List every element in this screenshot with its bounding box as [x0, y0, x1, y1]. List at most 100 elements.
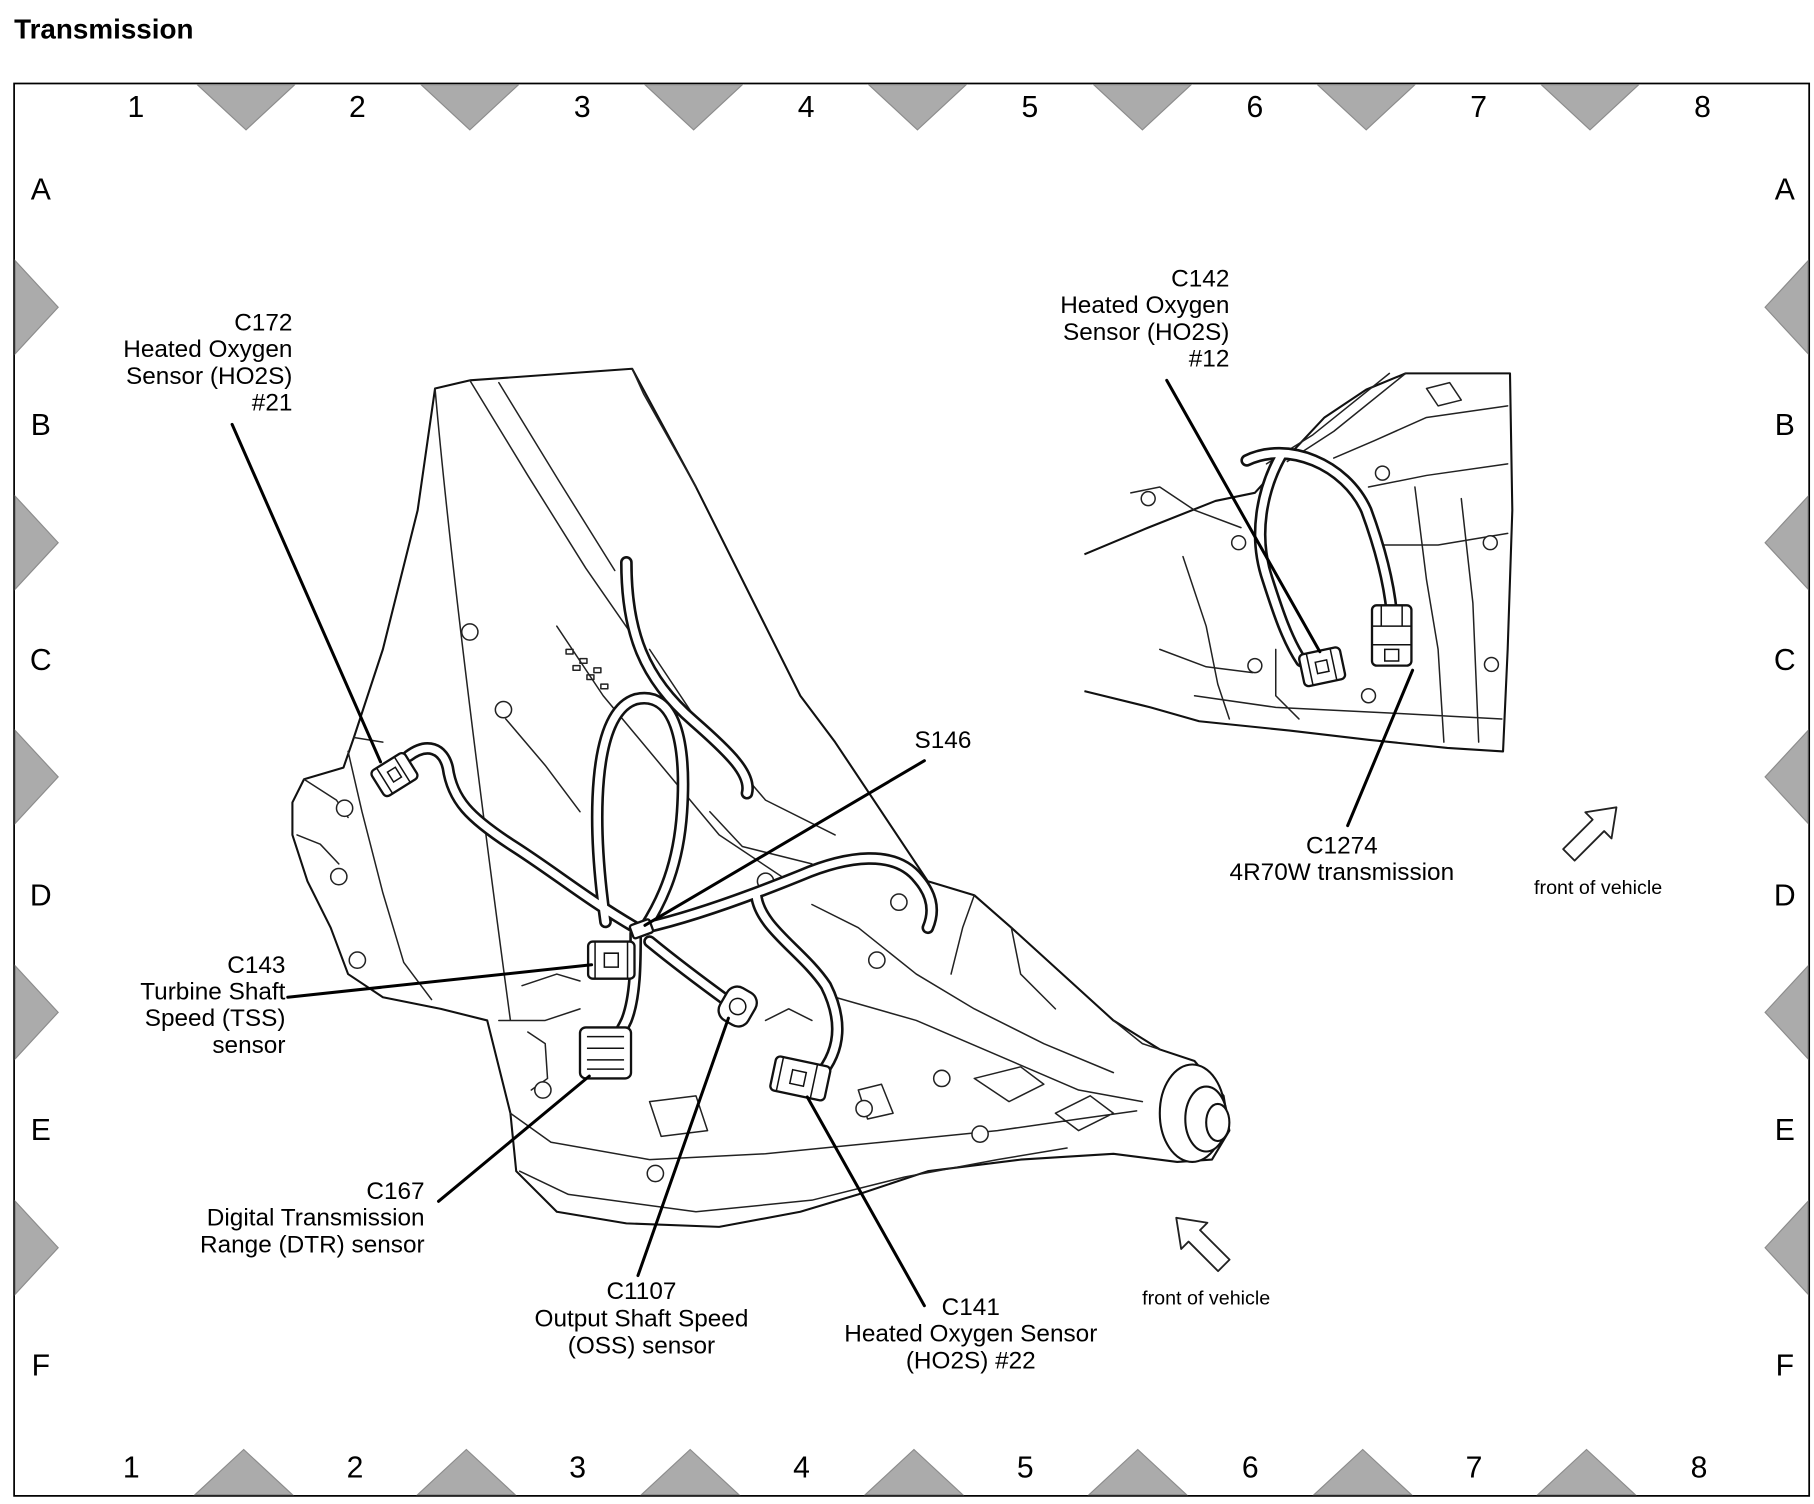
- grid-column-label: 4: [798, 91, 815, 124]
- connector-c172-body: [370, 751, 419, 798]
- grid-column-label: 5: [1022, 91, 1039, 124]
- grid-column-label: 7: [1466, 1451, 1483, 1484]
- connector-c143: [586, 940, 636, 980]
- connector-c172: [370, 751, 419, 798]
- transmission-illustration: [291, 367, 1231, 1228]
- orientation-lower: front of vehicle: [1142, 1216, 1270, 1310]
- connector-c1274-detail: [1371, 605, 1412, 662]
- callout-c142-line: C142: [1171, 265, 1229, 292]
- output-shaft-end: [1205, 1102, 1231, 1143]
- connector-c167-body: [578, 1026, 633, 1080]
- grid-markers-right: [1764, 259, 1809, 1296]
- callout-c1274-line: 4R70W transmission: [1230, 859, 1455, 886]
- grid-row-label: B: [31, 409, 51, 442]
- grid-row-label: F: [1776, 1349, 1794, 1382]
- connector-c143-detail: [594, 941, 629, 979]
- grid-column-label: 2: [347, 1451, 364, 1484]
- front-of-vehicle-arrow-icon: [1562, 806, 1618, 862]
- output-flange: [1158, 1063, 1231, 1163]
- connector-c167: [578, 1026, 633, 1080]
- page-title: Transmission: [14, 13, 193, 44]
- wire-harness-fill: [404, 449, 1396, 1080]
- grid-columns-bottom: 1 2 3 4 5 6 7 8: [123, 1451, 1708, 1484]
- grid-column-label: 3: [574, 91, 591, 124]
- callout-c167-line: Range (DTR) sensor: [200, 1231, 425, 1258]
- callout-c1107-line: C1107: [606, 1278, 676, 1305]
- callout-c1274: C1274 4R70W transmission: [1230, 832, 1455, 886]
- grid-column-label: 8: [1691, 1451, 1708, 1484]
- callout-c143-line: Speed (TSS): [145, 1005, 286, 1032]
- grid-column-label: 5: [1017, 1451, 1034, 1484]
- grid-markers-left: [14, 259, 59, 1296]
- grid-column-label: 8: [1694, 91, 1711, 124]
- grid-row-label: B: [1775, 409, 1795, 442]
- callout-c143-line: C143: [227, 952, 285, 979]
- grid-column-label: 2: [349, 91, 366, 124]
- callout-c172: C172 Heated Oxygen Sensor (HO2S) #21: [123, 309, 292, 416]
- grid-row-label: D: [30, 880, 52, 913]
- leader-line-c141: [805, 1095, 926, 1308]
- grid-rows-left: A B C D E F: [30, 173, 52, 1382]
- connector-c1107-detail: [728, 997, 747, 1016]
- callout-c142: C142 Heated Oxygen Sensor (HO2S) #12: [1060, 265, 1229, 372]
- connector-c141-body: [769, 1055, 832, 1102]
- wiring-harness: [401, 446, 1399, 1083]
- connector-c141: [769, 1055, 832, 1102]
- connector-c141-detail: [775, 1056, 819, 1099]
- grid-column-label: 3: [569, 1451, 586, 1484]
- callout-c1107: C1107 Output Shaft Speed (OSS) sensor: [535, 1278, 749, 1360]
- grid-column-label: 1: [123, 1451, 140, 1484]
- callout-c1107-line: (OSS) sensor: [568, 1332, 715, 1359]
- leader-line-c172: [230, 422, 383, 764]
- transmission-case-silhouette: [291, 367, 1231, 1228]
- connector-c143-body: [586, 940, 636, 980]
- leader-line-s146: [643, 759, 926, 927]
- grid-rows-right: A B C D E F: [1774, 173, 1796, 1382]
- callout-c167: C167 Digital Transmission Range (DTR) se…: [200, 1178, 425, 1258]
- grid-row-label: C: [1774, 644, 1796, 677]
- leader-line-c142: [1165, 378, 1322, 654]
- transmission-case-detail-lines: [296, 367, 1161, 1213]
- grid-column-label: 6: [1242, 1451, 1259, 1484]
- front-of-vehicle-label: front of vehicle: [1534, 877, 1662, 899]
- leader-line-c167: [437, 1074, 591, 1203]
- callout-c167-line: Digital Transmission: [207, 1205, 425, 1232]
- grid-column-label: 1: [127, 91, 144, 124]
- callout-c1107-line: Output Shaft Speed: [535, 1306, 749, 1333]
- callout-c172-line: Heated Oxygen: [123, 336, 292, 363]
- callout-c172-line: #21: [252, 389, 293, 416]
- callout-c142-line: Heated Oxygen: [1060, 292, 1229, 319]
- grid-row-label: F: [32, 1349, 50, 1382]
- callout-c141-line: Heated Oxygen Sensor: [844, 1321, 1097, 1348]
- inset-transmission-illustration: [1084, 372, 1514, 753]
- callout-c143: C143 Turbine Shaft Speed (TSS) sensor: [140, 952, 285, 1059]
- grid-column-label: 4: [793, 1451, 810, 1484]
- callout-c143-line: sensor: [212, 1032, 285, 1059]
- connector-c142-detail: [1305, 648, 1338, 686]
- callout-c142-line: Sensor (HO2S): [1063, 319, 1229, 346]
- grid-markers-top: [195, 84, 1641, 131]
- grid-row-label: D: [1774, 880, 1796, 913]
- grid-row-label: E: [31, 1114, 51, 1147]
- grid-row-label: A: [1775, 173, 1796, 206]
- connector-c142-body: [1298, 646, 1347, 688]
- connector-c142: [1298, 646, 1347, 688]
- leader-line-c143: [286, 963, 594, 999]
- callout-c172-line: C172: [234, 309, 292, 336]
- inset-bolt-heads: [1140, 465, 1500, 704]
- callout-c1274-line: C1274: [1306, 832, 1378, 859]
- inset-case-silhouette: [1084, 372, 1514, 753]
- front-of-vehicle-label: front of vehicle: [1142, 1288, 1270, 1310]
- callout-c142-line: #12: [1189, 345, 1230, 372]
- grid-frame: [13, 82, 1811, 1497]
- callout-c172-line: Sensor (HO2S): [126, 363, 292, 390]
- grid-column-label: 7: [1470, 91, 1487, 124]
- leader-lines: [230, 378, 1415, 1308]
- grid-row-label: E: [1775, 1114, 1795, 1147]
- callout-c141-line: C141: [942, 1294, 1000, 1321]
- leader-line-c1274: [1346, 668, 1415, 828]
- orientation-upper: front of vehicle: [1534, 806, 1662, 899]
- connector-c1274: [1370, 604, 1413, 667]
- callout-s146-line: S146: [915, 727, 972, 754]
